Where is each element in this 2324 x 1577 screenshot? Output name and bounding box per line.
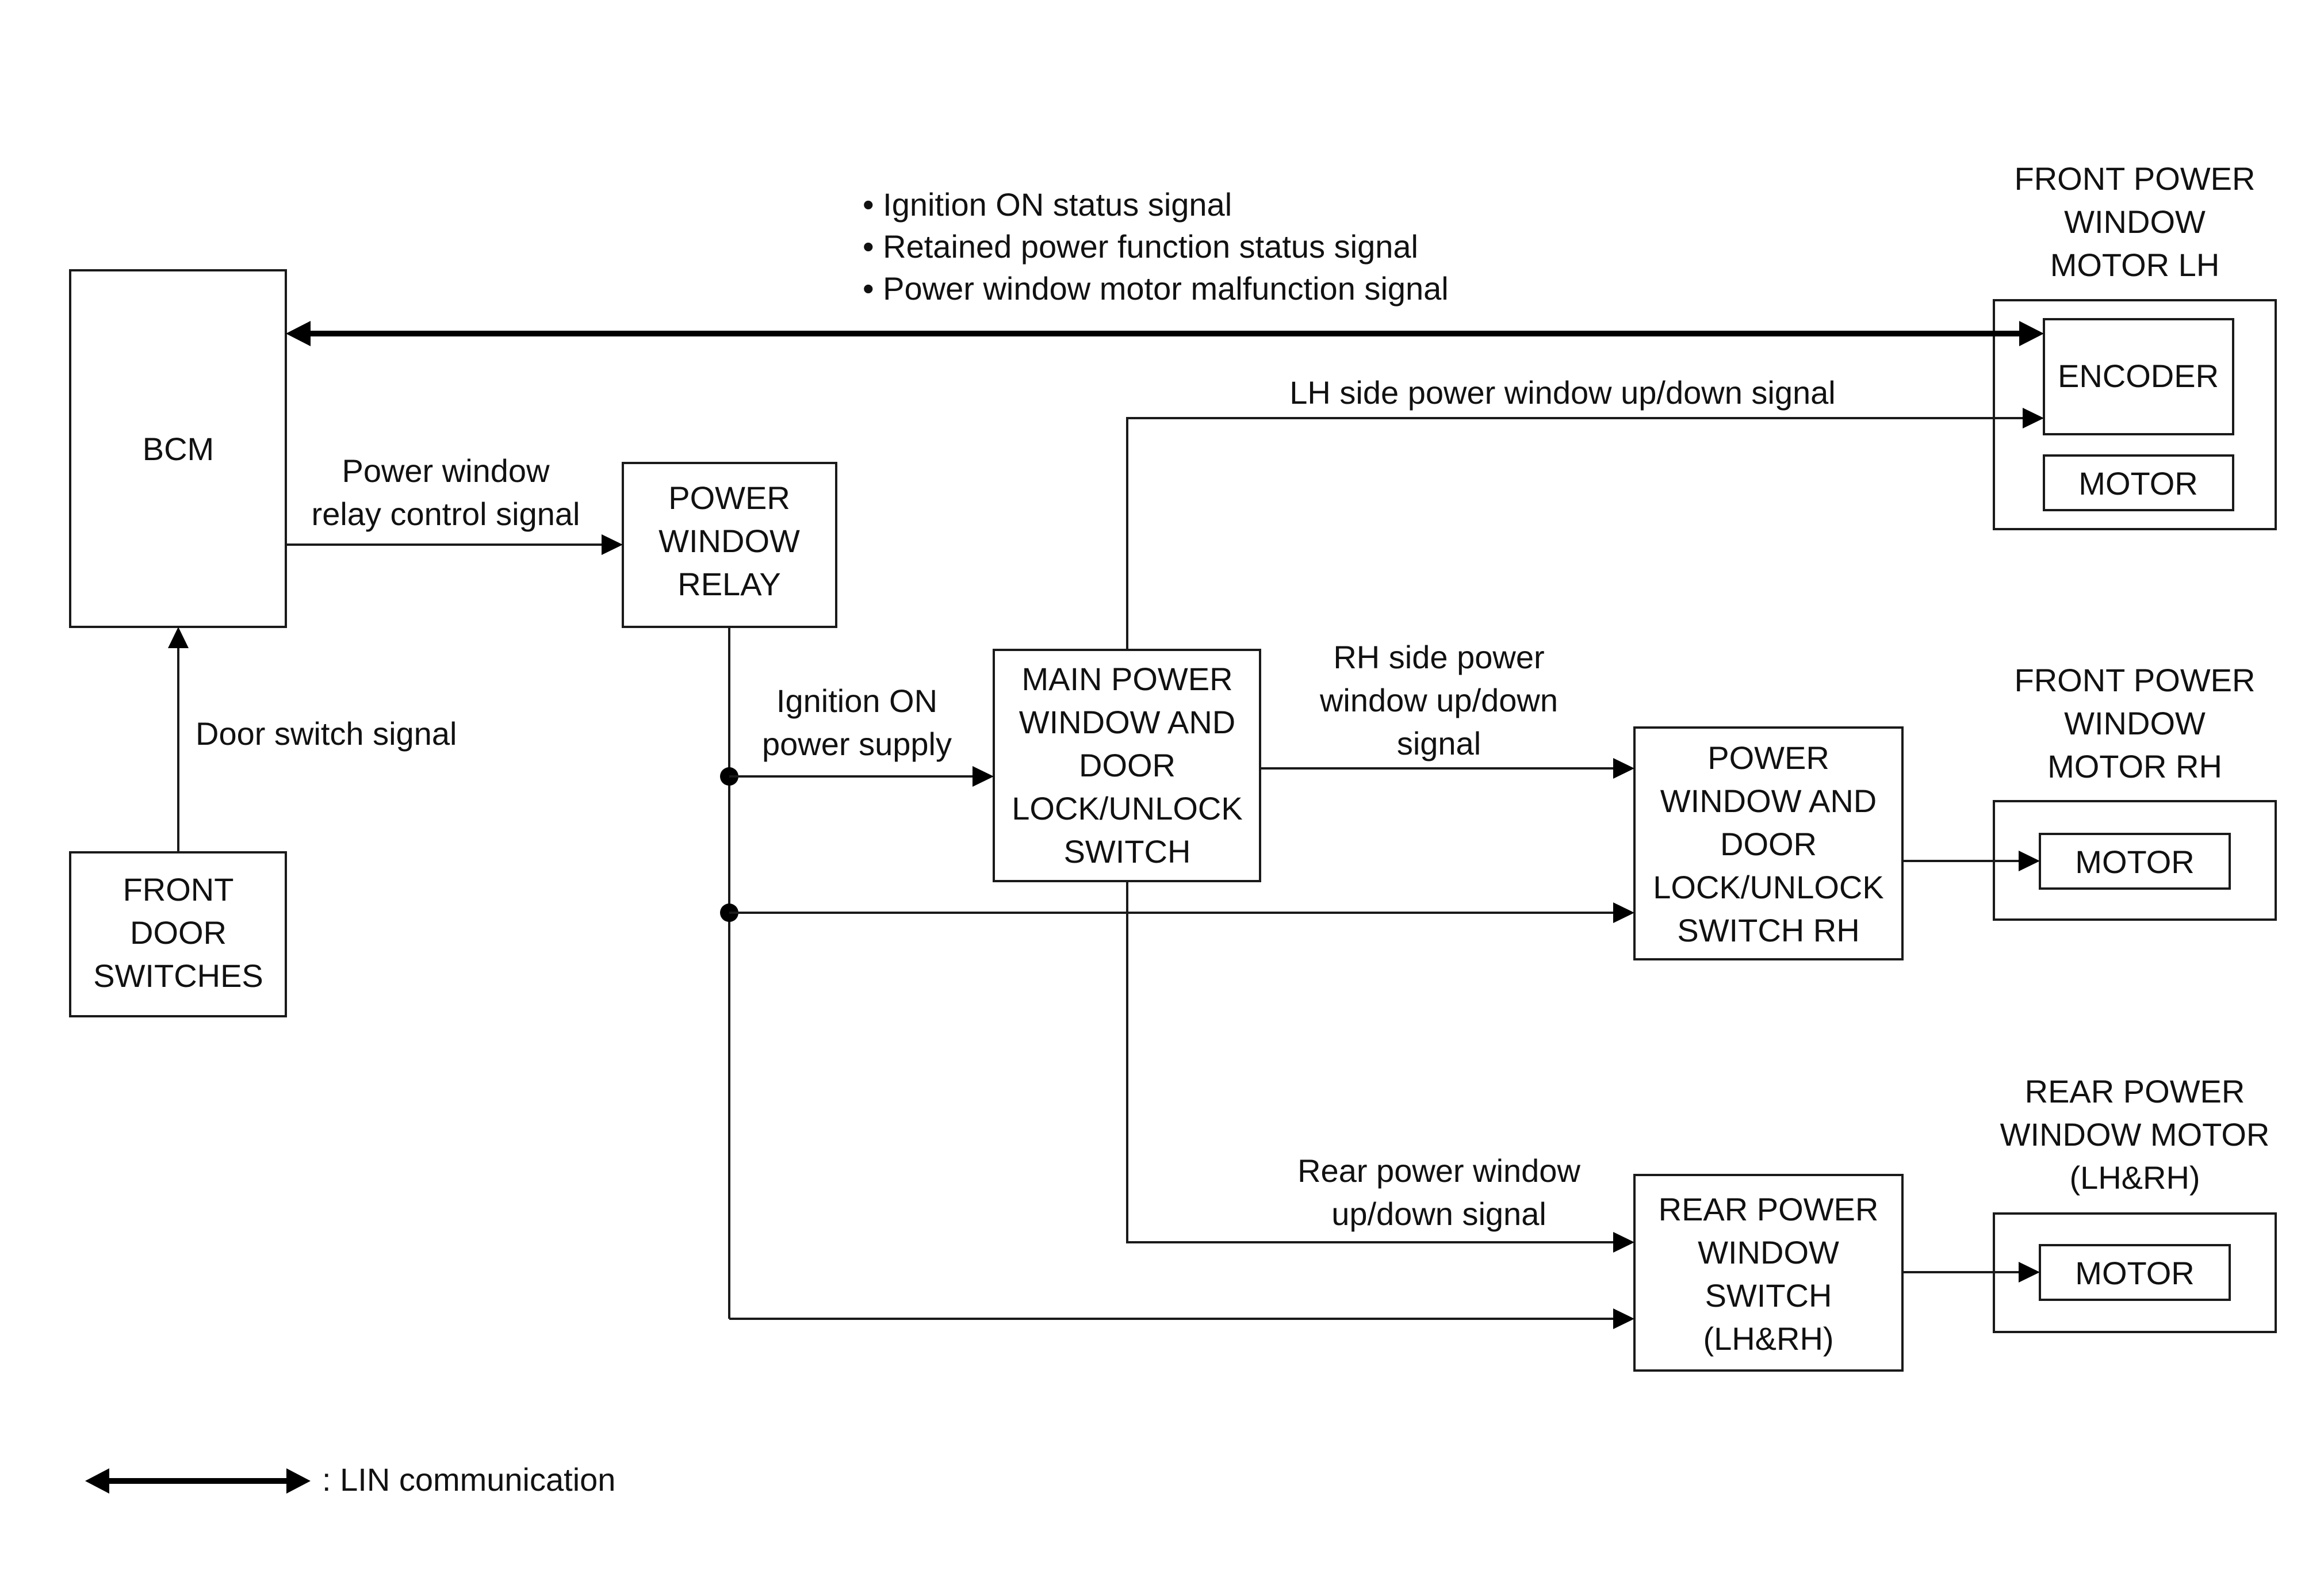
lin-signal-ignition-on: • Ignition ON status signal — [863, 186, 1232, 223]
main-switch-line-2: WINDOW AND — [1019, 704, 1235, 740]
rear-power-window-switch-block: REAR POWER WINDOW SWITCH (LH&RH) — [1633, 1174, 1904, 1372]
door-switch-connection: Door switch signal — [168, 627, 457, 852]
rh-motor-connection — [1902, 851, 2040, 871]
front-lh-title-line-3: MOTOR LH — [2050, 247, 2220, 283]
relay-label-line-3: RELAY — [677, 566, 780, 602]
rh-switch-line-4: LOCK/UNLOCK — [1653, 869, 1883, 905]
relay-control-label-line-2: relay control signal — [312, 496, 580, 532]
lin-signal-list: • Ignition ON status signal • Retained p… — [863, 186, 1449, 307]
relay-label-line-1: POWER — [668, 480, 790, 516]
main-switch-line-4: LOCK/UNLOCK — [1012, 790, 1242, 826]
motor-rear-label: MOTOR — [2075, 1255, 2194, 1291]
rh-switch-line-2: WINDOW AND — [1660, 783, 1877, 819]
front-door-switches-line-3: SWITCHES — [93, 958, 263, 994]
motor-lh-label: MOTOR — [2078, 465, 2197, 502]
rh-updown-label-line-3: signal — [1397, 725, 1481, 761]
main-switch-line-1: MAIN POWER — [1021, 661, 1232, 697]
relay-label-line-2: WINDOW — [658, 523, 800, 559]
rear-power-window-motor-group: REAR POWER WINDOW MOTOR (LH&RH) MOTOR — [1993, 1073, 2277, 1333]
legend-lin-label: : LIN communication — [322, 1461, 615, 1498]
lh-updown-connection: LH side power window up/down signal — [1126, 374, 2044, 650]
encoder-label: ENCODER — [2058, 358, 2219, 394]
front-rh-title-line-3: MOTOR RH — [2047, 748, 2222, 784]
rear-switch-line-2: WINDOW — [1698, 1234, 1839, 1270]
rear-updown-label-line-1: Rear power window — [1297, 1153, 1580, 1189]
rear-motor-title-line-1: REAR POWER — [2025, 1073, 2245, 1109]
encoder-block — [2043, 318, 2234, 435]
ignition-on-label-line-1: Ignition ON — [776, 683, 937, 719]
rh-switch-line-5: SWITCH RH — [1677, 912, 1859, 948]
ignition-power-connection: Ignition ON power supply — [720, 627, 1634, 1329]
front-door-switches-line-1: FRONT — [123, 871, 234, 908]
rh-updown-label-line-2: window up/down — [1319, 682, 1558, 718]
ignition-on-label-line-2: power supply — [762, 726, 952, 762]
power-window-relay-block: POWER WINDOW RELAY — [622, 462, 837, 628]
rear-switch-line-3: SWITCH — [1705, 1277, 1832, 1314]
relay-control-connection: Power window relay control signal — [286, 453, 623, 555]
front-rh-title-line-2: WINDOW — [2064, 705, 2206, 741]
front-power-window-motor-lh-group: FRONT POWER WINDOW MOTOR LH ENCODER MOTO… — [1993, 160, 2277, 530]
door-switch-label: Door switch signal — [196, 715, 457, 752]
front-door-switches-block: FRONT DOOR SWITCHES — [69, 851, 287, 1017]
bcm-block: BCM — [69, 269, 287, 628]
main-switch-line-3: DOOR — [1079, 747, 1176, 783]
front-door-switches-line-2: DOOR — [130, 914, 227, 951]
rear-updown-connection: Rear power window up/down signal — [1126, 881, 1634, 1253]
main-switch-line-5: SWITCH — [1064, 833, 1191, 870]
motor-rh-label: MOTOR — [2075, 844, 2194, 880]
front-power-window-motor-rh-group: FRONT POWER WINDOW MOTOR RH MOTOR — [1993, 662, 2277, 921]
rear-updown-label-line-2: up/down signal — [1331, 1196, 1546, 1232]
front-lh-title-line-2: WINDOW — [2064, 204, 2206, 240]
front-lh-title-line-1: FRONT POWER — [2015, 160, 2256, 197]
rear-motor-connection — [1902, 1262, 2040, 1283]
rear-motor-title-line-3: (LH&RH) — [2069, 1159, 2200, 1196]
lin-signal-retained-power: • Retained power function status signal — [863, 228, 1418, 265]
bcm-label: BCM — [143, 431, 214, 467]
lin-signal-motor-malfunction: • Power window motor malfunction signal — [863, 270, 1449, 307]
lin-communication-line — [286, 321, 2044, 346]
legend: : LIN communication — [85, 1461, 615, 1498]
rear-motor-title-line-2: WINDOW MOTOR — [2000, 1116, 2270, 1153]
rh-updown-connection: RH side power window up/down signal — [1260, 639, 1634, 779]
power-window-switch-rh-block: POWER WINDOW AND DOOR LOCK/UNLOCK SWITCH… — [1633, 726, 1904, 960]
rh-updown-label-line-1: RH side power — [1333, 639, 1544, 675]
motor-rear-block — [2039, 1244, 2231, 1301]
rear-switch-line-4: (LH&RH) — [1703, 1320, 1833, 1357]
motor-lh-block — [2043, 454, 2234, 511]
relay-control-label-line-1: Power window — [342, 453, 550, 489]
main-power-window-switch-block: MAIN POWER WINDOW AND DOOR LOCK/UNLOCK S… — [993, 649, 1261, 882]
rh-switch-line-1: POWER — [1707, 740, 1829, 776]
lh-updown-label: LH side power window up/down signal — [1289, 374, 1835, 411]
rh-switch-line-3: DOOR — [1720, 826, 1817, 862]
front-rh-title-line-1: FRONT POWER — [2015, 662, 2256, 698]
motor-rh-block — [2039, 833, 2231, 890]
rear-switch-line-1: REAR POWER — [1659, 1191, 1879, 1227]
